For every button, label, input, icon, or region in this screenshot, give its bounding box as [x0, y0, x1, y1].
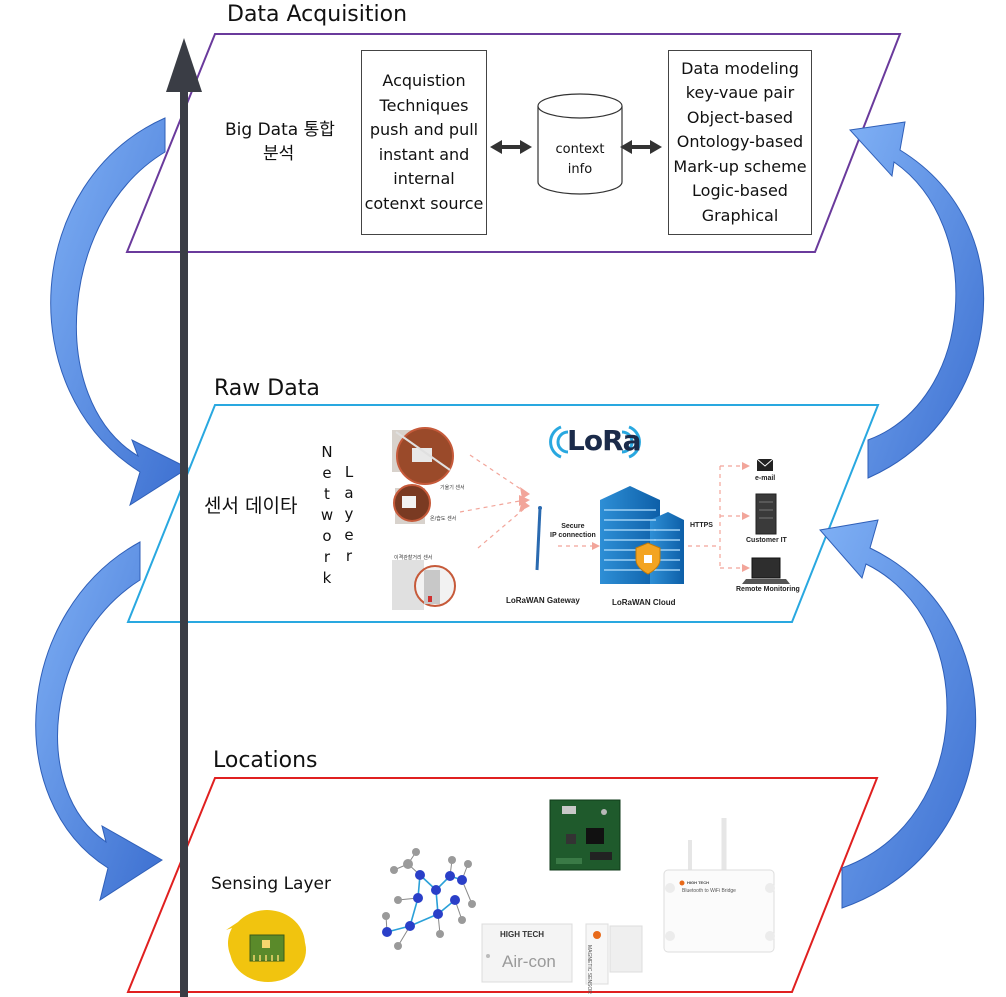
context-db-icon: [537, 93, 623, 195]
sensor-photo-1: [392, 427, 454, 485]
magnetic-sensor-image: [585, 923, 643, 985]
sensing-chip-bubble: [226, 910, 306, 982]
network-letter: k: [322, 569, 332, 587]
cloud-label: LoRaWAN Cloud: [612, 598, 676, 607]
network-vertical-text: N e t w o r k: [320, 442, 334, 589]
modeling-line: Logic-based: [692, 181, 788, 201]
layer-vertical-text: L a y e r: [342, 462, 356, 567]
cloud-buildings-icon: [600, 486, 684, 584]
layer-letter: e: [344, 526, 354, 544]
techniques-line: Techniques: [379, 95, 469, 115]
network-letter: w: [320, 506, 334, 524]
modeling-line: Ontology-based: [676, 132, 804, 152]
locations-title: Locations: [213, 748, 318, 773]
techniques-line: push and pull: [369, 120, 479, 139]
context-info-line1: context: [555, 142, 605, 157]
vertical-axis-shaft: [180, 80, 188, 997]
big-data-label-line1: Big Data 통합: [225, 120, 335, 140]
sensing-layer-label: Sensing Layer: [211, 874, 331, 894]
techniques-line: internal: [393, 169, 455, 188]
acquisition-layer-frame: [125, 33, 902, 253]
data-modeling-box: Data modeling key-vaue pair Object-based…: [668, 50, 812, 235]
output-remote-monitoring-label: Remote Monitoring: [736, 586, 800, 593]
vertical-axis-head: [166, 38, 202, 92]
output-email-label: e-mail: [755, 475, 776, 482]
context-info-label: context info: [550, 140, 610, 180]
lora-waves: [549, 425, 641, 459]
layer-letter: L: [344, 463, 354, 481]
arrow-raw-to-acq: [848, 121, 985, 479]
modeling-line: key-vaue pair: [685, 83, 795, 103]
aircon-device-image: [481, 923, 573, 983]
big-data-label-line2: 분석: [263, 144, 295, 164]
double-arrow-left: [490, 140, 532, 154]
acquisition-title: Data Acquisition: [227, 2, 408, 27]
layer-letter: a: [344, 484, 354, 502]
hightech-brand: HIGH TECH: [500, 930, 544, 939]
network-letter: o: [322, 527, 332, 545]
laptop-icon: [742, 557, 790, 584]
layer-letter: y: [344, 505, 354, 523]
gateway-antenna: [535, 506, 542, 571]
secure-line1: Secure: [561, 523, 585, 530]
https-label: HTTPS: [690, 522, 713, 529]
network-letter: e: [322, 464, 332, 482]
network-letter: t: [324, 485, 330, 503]
sensor-data-label: 센서 데이타: [204, 495, 298, 517]
bt-wifi-bridge-image: [663, 818, 775, 953]
locations-layer-frame: [126, 777, 879, 993]
bridge-brand: HIGH TECH: [687, 880, 709, 885]
sensor-caption-1: 기울기 센서: [440, 485, 465, 491]
double-arrow-right: [620, 140, 662, 154]
lora-logo: LoRa: [567, 424, 642, 457]
network-letter: N: [321, 443, 333, 461]
techniques-line: Acquistion: [382, 71, 466, 90]
techniques-line: cotenxt source: [364, 193, 484, 213]
pcb-board-image: [549, 799, 621, 871]
output-customer-it-label: Customer IT: [746, 537, 787, 544]
modeling-line: Graphical: [701, 205, 779, 225]
sensor-photo-3: [392, 560, 456, 610]
layer-letter: r: [345, 547, 353, 565]
modeling-line: Object-based: [686, 107, 794, 127]
modeling-line: Mark-up scheme: [673, 156, 807, 176]
arrow-loc-to-raw: [819, 519, 977, 909]
network-letter: r: [323, 548, 331, 566]
arrow-raw-to-loc: [35, 541, 163, 902]
context-info-line2: info: [567, 162, 593, 177]
email-icon: [756, 458, 774, 471]
raw-data-title: Raw Data: [214, 376, 320, 401]
sensor-photo-2: [393, 484, 431, 524]
server-icon: [755, 493, 777, 535]
modeling-line: Data modeling: [681, 58, 799, 78]
acquisition-techniques-box: Acquistion Techniques push and pull inst…: [361, 50, 487, 235]
magnetic-sensor-text: MAGNETIC SENSOR: [586, 945, 592, 994]
raw-layer-frame: [126, 404, 880, 623]
secure-ip-label: Secure IP connection: [550, 522, 596, 540]
aircon-text: Air-con: [502, 952, 556, 971]
gateway-label: LoRaWAN Gateway: [506, 596, 580, 605]
bridge-title: Bluetooth to WiFi Bridge: [682, 888, 736, 894]
techniques-line: instant and: [378, 144, 470, 164]
sensor-caption-3: 이격관찰거리 센서: [394, 555, 433, 561]
secure-line2: IP connection: [550, 532, 596, 539]
big-data-label: Big Data 통합 분석: [225, 118, 335, 166]
arrow-acq-to-raw: [50, 117, 190, 507]
sensor-caption-2: 온/습도 센서: [430, 516, 457, 522]
sensor-links: [459, 454, 526, 549]
